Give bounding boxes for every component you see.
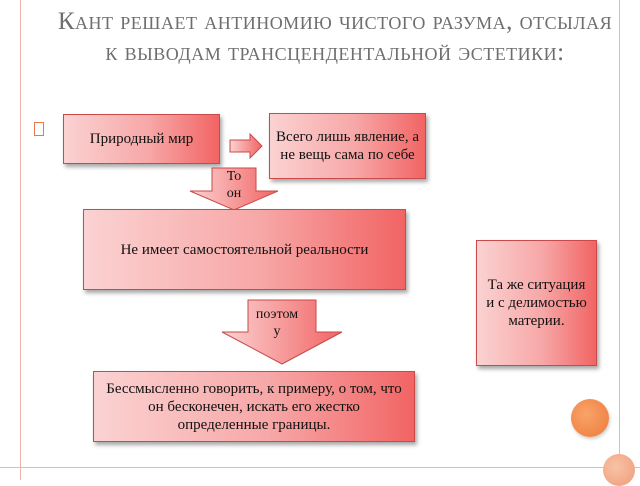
box-natural-world: Природный мир	[63, 114, 220, 164]
box-meaningless-to-say: Бессмысленно говорить, к примеру, о том,…	[93, 371, 415, 442]
frame-line-left	[20, 0, 21, 480]
decorative-circle-small	[603, 454, 635, 486]
frame-line-bottom	[0, 467, 640, 468]
right-arrow-icon	[229, 132, 263, 160]
slide-title: Кант решает антиномию чистого разума, от…	[57, 8, 613, 66]
down-arrow-1-label: То он	[226, 169, 242, 201]
down-arrow-2-label: поэтому	[255, 307, 299, 339]
box-meaningless-to-say-text: Бессмысленно говорить, к примеру, о том,…	[106, 380, 402, 433]
frame-line-right	[619, 0, 620, 480]
box-same-situation: Та же ситуация и с делимостью материи.	[476, 240, 597, 366]
box-no-independent-reality: Не имеет самостоятельной реальности	[83, 209, 406, 290]
square-bullet-icon	[34, 122, 44, 136]
box-no-independent-reality-text: Не имеет самостоятельной реальности	[120, 241, 369, 258]
down-arrow-icon-1	[189, 167, 279, 211]
box-mere-appearance: Всего лишь явление, а не вещь сама по се…	[269, 113, 426, 179]
box-mere-appearance-text: Всего лишь явление, а не вещь сама по се…	[276, 129, 419, 163]
down-arrow-icon-2	[221, 299, 343, 365]
decorative-circle-large	[571, 399, 609, 437]
box-natural-world-text: Природный мир	[89, 131, 194, 147]
box-same-situation-text: Та же ситуация и с делимостью материи.	[486, 277, 587, 329]
